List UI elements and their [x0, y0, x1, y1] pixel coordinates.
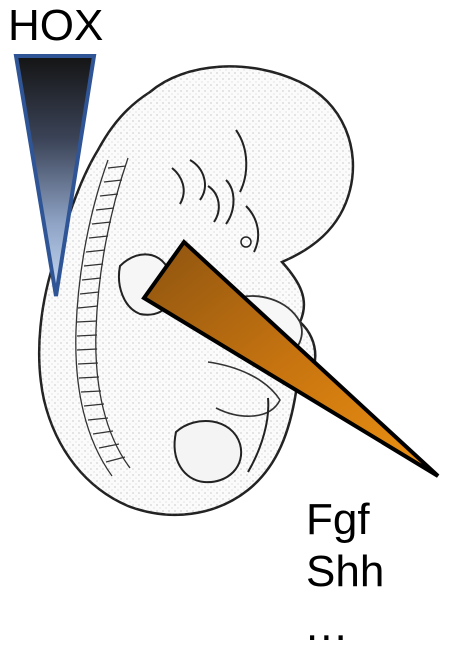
ellipsis-label: ...: [306, 604, 349, 648]
hindlimb-bud: [175, 421, 242, 482]
shh-label: Shh: [306, 550, 384, 594]
hox-label: HOX: [8, 4, 103, 48]
fgf-label: Fgf: [306, 498, 370, 542]
